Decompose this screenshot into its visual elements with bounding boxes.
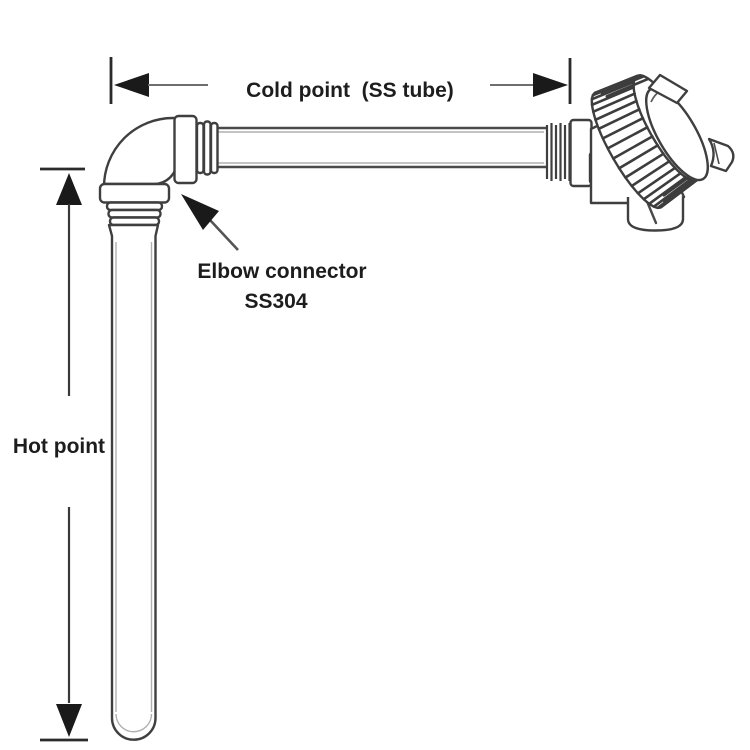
elbow-thread-rib: [202, 120, 212, 176]
cap-knurling: [590, 74, 702, 210]
cap-side-clip: [707, 137, 735, 173]
head-cap: [590, 73, 735, 210]
cap-side-clip-line: [713, 142, 720, 165]
elbow-thread-rib: [209, 121, 219, 175]
callout-arrow-tail: [209, 219, 239, 251]
tube-inner-wall-bottom-arc: [115, 713, 153, 733]
elbow-connector: [98, 114, 219, 227]
elbow-material-label: SS304: [244, 290, 307, 313]
elbow-connector-label: Elbow connector: [197, 260, 366, 283]
cold-point-dimension: Cold point (SS tube): [109, 57, 572, 104]
elbow-flange-horizontal-port: [173, 114, 198, 185]
dimension-arrow-right-icon: [533, 73, 568, 97]
hot-point-dimension: Hot point: [13, 167, 105, 742]
callout-arrow-icon: [181, 194, 219, 230]
cap-top-tab: [647, 73, 689, 105]
dimension-arrow-down-icon: [56, 704, 82, 737]
elbow-callout: Elbow connector SS304: [181, 194, 367, 313]
head-nut: [569, 118, 593, 188]
elbow-flange-vertical-port: [98, 182, 171, 204]
elbow-thread-rib: [195, 121, 205, 175]
cold-point-label: Cold point (SS tube): [246, 79, 454, 102]
head-conduit-outlet: [626, 197, 685, 232]
head-threads: [545, 123, 571, 181]
cold-point-tube: [213, 126, 548, 169]
dimension-arrow-left-icon: [114, 73, 149, 97]
elbow-body: [102, 116, 179, 192]
dimension-arrow-up-icon: [56, 173, 82, 205]
hot-point-label: Hot point: [13, 435, 105, 458]
tube-body: [107, 223, 160, 741]
hot-point-tube: [107, 223, 160, 741]
connection-head: [545, 73, 735, 232]
